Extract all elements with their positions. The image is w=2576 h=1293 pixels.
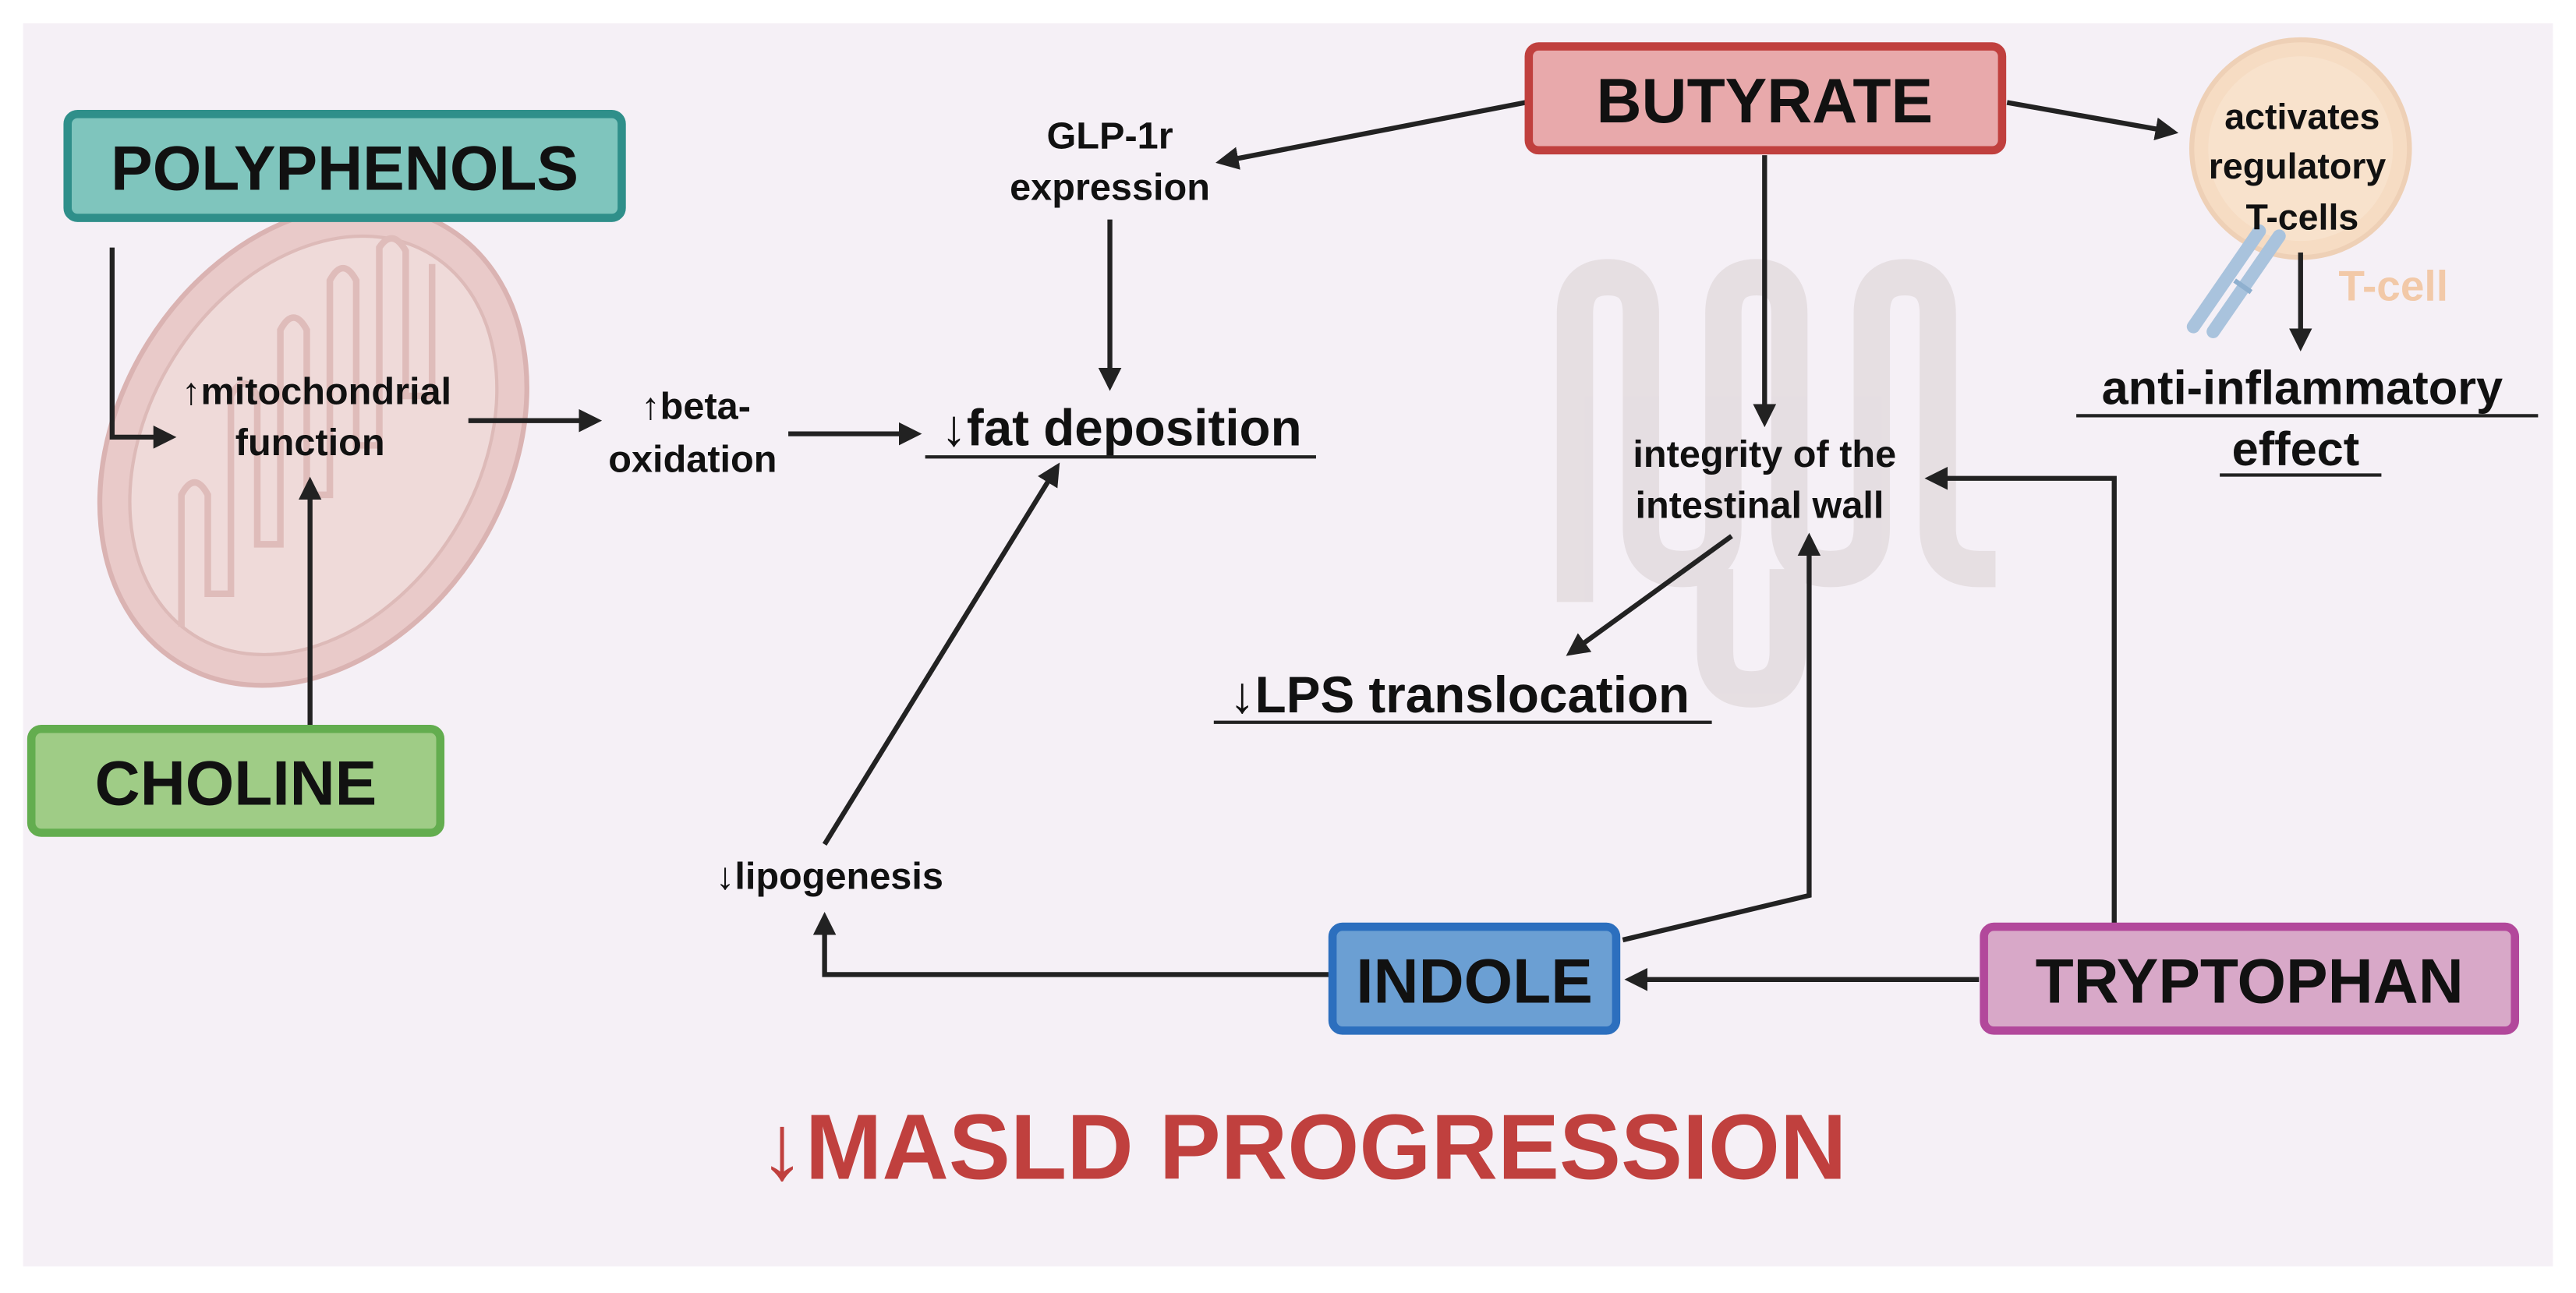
arrows bbox=[109, 100, 2312, 991]
polyphenols-box: POLYPHENOLS bbox=[63, 109, 626, 222]
tcell-text-line1: activates bbox=[2224, 96, 2380, 136]
mitochondrial-function-line2: function bbox=[235, 422, 385, 464]
arrow-polyphenols-to-mitochondrial bbox=[109, 247, 177, 449]
lps-translocation-label: ↓LPS translocation bbox=[1230, 666, 1690, 723]
intestinal-villi-icon bbox=[1556, 259, 1997, 708]
tryptophan-label: TRYPTOPHAN bbox=[2036, 946, 2464, 1016]
fat-deposition-label: ↓fat deposition bbox=[941, 399, 1302, 456]
t-cell-icon bbox=[2186, 37, 2412, 338]
beta-oxidation-line1: ↑beta- bbox=[641, 386, 751, 428]
butyrate-label: BUTYRATE bbox=[1597, 66, 1934, 136]
mitochondrial-function-line1: ↑mitochondrial bbox=[182, 371, 451, 413]
beta-oxidation-line2: oxidation bbox=[608, 438, 777, 480]
tcell-text-line3: T-cells bbox=[2245, 196, 2358, 237]
arrow-tryptophan-to-integrity bbox=[1924, 466, 2117, 924]
arrow-indole-to-lipogenesis bbox=[812, 912, 1331, 977]
lipogenesis-label: ↓lipogenesis bbox=[716, 855, 943, 897]
choline-box: CHOLINE bbox=[27, 724, 445, 837]
tryptophan-box: TRYPTOPHAN bbox=[1980, 922, 2520, 1035]
arrow-lipogenesis-to-fat bbox=[822, 462, 1060, 846]
glp-expression-line1: GLP-1r bbox=[1046, 115, 1173, 157]
arrow-integrity-to-lps bbox=[1566, 534, 1733, 656]
polyphenols-label: POLYPHENOLS bbox=[111, 134, 579, 204]
anti-inflammatory-line2: effect bbox=[2232, 422, 2360, 475]
integrity-line2: intestinal wall bbox=[1635, 485, 1884, 527]
integrity-line1: integrity of the bbox=[1633, 433, 1896, 475]
masld-progression-title: ↓MASLD PROGRESSION bbox=[759, 1097, 1847, 1199]
glp-expression-line2: expression bbox=[1010, 166, 1210, 208]
tcell-text-line2: regulatory bbox=[2209, 146, 2387, 186]
arrow-butyrate-to-tcell bbox=[2006, 100, 2179, 141]
mitochondrion-icon bbox=[97, 203, 529, 688]
choline-label: CHOLINE bbox=[95, 749, 377, 819]
anti-inflammatory-line1: anti-inflammatory bbox=[2102, 361, 2503, 415]
indole-label: INDOLE bbox=[1356, 946, 1593, 1016]
indole-box: INDOLE bbox=[1328, 922, 1621, 1035]
butyrate-box: BUTYRATE bbox=[1524, 42, 2007, 155]
arrow-indole-to-integrity bbox=[1622, 532, 1821, 943]
tcell-label: T-cell bbox=[2338, 261, 2448, 309]
arrow-butyrate-to-glp bbox=[1215, 100, 1527, 170]
